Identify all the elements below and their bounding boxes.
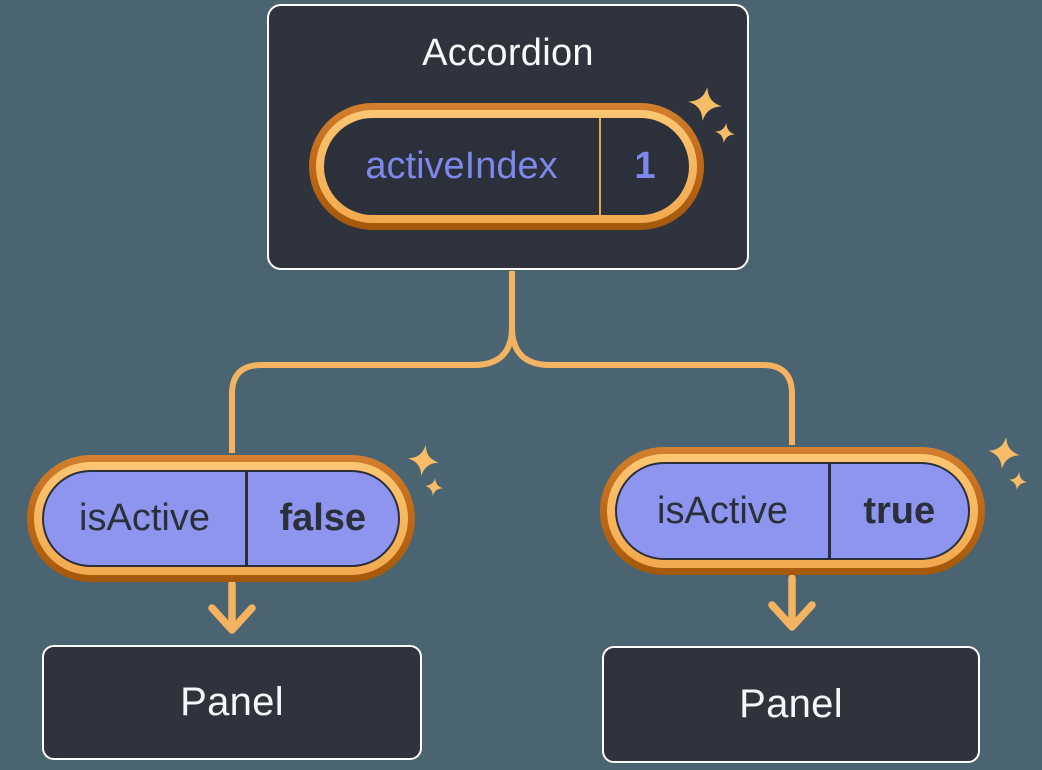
panel-title: Panel	[739, 682, 843, 726]
state-name-label: activeIndex	[365, 145, 558, 187]
pill-inner-ring: isActive true	[607, 454, 978, 568]
connector-branch-right	[509, 271, 795, 445]
panel-title: Panel	[180, 680, 284, 724]
state-pill-activeindex: activeIndex 1	[309, 103, 704, 230]
connector-branch-left	[229, 271, 515, 453]
sparkle-icon-large	[408, 445, 439, 476]
sparkle-icon-large	[688, 87, 722, 121]
pill-divider	[828, 464, 831, 558]
state-pill-isactive-right: isActive true	[600, 447, 985, 575]
state-value: false	[279, 497, 367, 539]
pill-inner-ring: activeIndex 1	[316, 110, 697, 223]
sparkle-icon-small	[425, 478, 443, 496]
state-pill-isactive-left: isActive false	[27, 455, 415, 582]
state-value: 1	[634, 145, 656, 187]
component-title: Accordion	[422, 32, 594, 74]
pill-divider	[599, 118, 601, 215]
sparkle-icon-small	[1009, 472, 1027, 490]
sparkle-icon-small	[715, 123, 735, 143]
panel-box-right: Panel	[602, 646, 980, 763]
pill-inner-ring: isActive false	[34, 462, 408, 575]
arrow-down-icon	[768, 574, 816, 631]
panel-box-left: Panel	[42, 645, 422, 760]
pill-divider	[245, 472, 248, 565]
state-name-label: isActive	[79, 497, 210, 539]
sparkle-icon-large	[988, 437, 1020, 469]
state-value: true	[863, 489, 936, 532]
state-name-label: isActive	[657, 489, 788, 532]
arrow-down-icon	[208, 580, 256, 634]
